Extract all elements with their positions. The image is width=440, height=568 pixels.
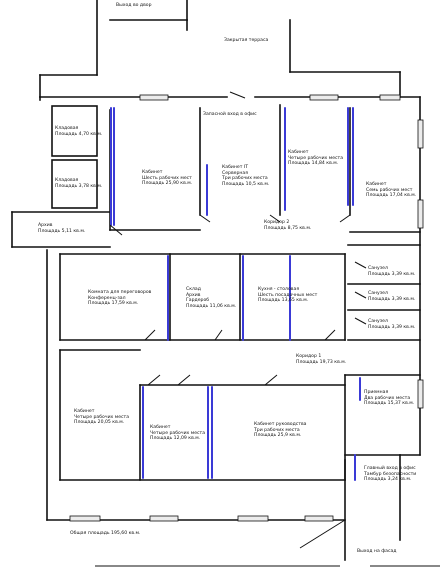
label-back-entrance: Запасной вход в офис [203, 112, 257, 117]
middle-walls [59, 244, 421, 341]
terrace-walls [39, 19, 401, 99]
label-exit-facade: Выход на фасад [357, 549, 397, 554]
doors [109, 214, 367, 386]
windows [69, 94, 424, 522]
top-exit-walls [96, 0, 188, 76]
top-office-walls [109, 104, 421, 233]
label-total-area: Общая площадь 195,60 кв.м. [70, 531, 141, 536]
bottom-walls [59, 349, 421, 481]
label-covered-terrace: Закрытая терраса [224, 38, 269, 43]
label-exit-yard: Выход во двор [116, 3, 152, 8]
partitions [110, 107, 361, 481]
